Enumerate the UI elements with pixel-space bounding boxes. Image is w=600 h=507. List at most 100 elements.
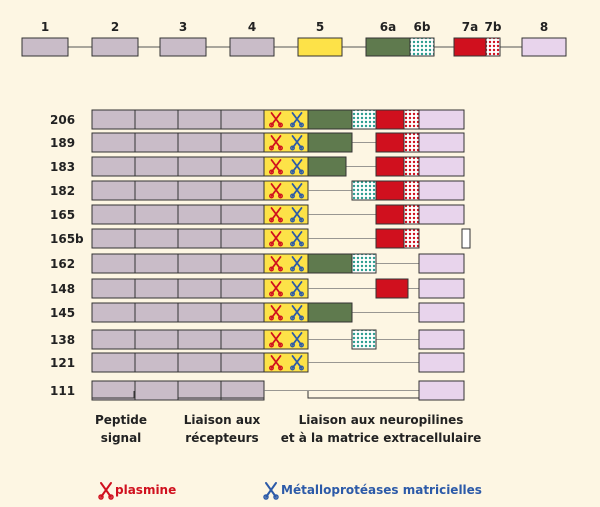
region-brackets [91, 391, 420, 399]
isoform-165b-segment-7b [403, 228, 420, 249]
isoform-183-exon-1 [91, 156, 136, 177]
isoform-165-exon-3 [177, 204, 222, 225]
isoform-189-segment-7a [375, 132, 405, 153]
isoform-182-exon-3 [177, 180, 222, 201]
mmp-scissors-icon [290, 332, 304, 348]
exon-6b-box [409, 37, 435, 57]
isoform-148-segment-7a-only [375, 278, 409, 299]
isoform-189-segment-6a [307, 132, 353, 153]
isoform-182-segment-8 [418, 180, 465, 201]
isoform-165b-segment-7a [375, 228, 405, 249]
isoform-138-exon-2 [134, 329, 179, 350]
isoform-162-segment-6a [307, 253, 353, 274]
mmp-scissors-icon [290, 256, 304, 272]
isoform-183-segment-6a-short [307, 156, 347, 177]
isoform-206-segment-7a [375, 109, 405, 130]
mmp-scissors-icon [290, 183, 304, 199]
mmp-scissors-icon [290, 159, 304, 175]
isoform-145-exon-3 [177, 302, 222, 323]
isoform-111-exon-1 [91, 380, 136, 401]
isoform-138-row [91, 329, 465, 350]
isoform-111-exon-2 [134, 380, 179, 401]
isoform-145-exon-1 [91, 302, 136, 323]
isoform-165-segment-7b [403, 204, 420, 225]
isoform-189-exon-2 [134, 132, 179, 153]
isoform-148-exon-2 [134, 278, 179, 299]
isoform-183-label: 183 [50, 160, 75, 174]
bracket-neuropilin-binding [307, 391, 420, 399]
caption-receptor-1: Liaison aux [184, 413, 261, 427]
legend-plasmin-label: plasmine [115, 483, 176, 497]
isoform-165-exon-4 [220, 204, 265, 225]
isoform-189-segment-8 [418, 132, 465, 153]
isoform-206-segment-7b [403, 109, 420, 130]
isoform-165b-exon-3 [177, 228, 222, 249]
isoform-138-segment-8 [418, 329, 465, 350]
plasmin-scissors-icon [269, 332, 283, 348]
isoform-162-segment-6b [351, 253, 377, 274]
isoform-182-segment-7a [375, 180, 405, 201]
isoform-165b-segment-8-alt [461, 228, 471, 249]
isoform-189-exon-4 [220, 132, 265, 153]
isoform-206-exon-1 [91, 109, 136, 130]
caption-neuropilin-1: Liaison aux neuropilines [299, 413, 464, 427]
isoform-145-segment-8 [418, 302, 465, 323]
mmp-scissors-icon [290, 231, 304, 247]
isoform-182-exon-1 [91, 180, 136, 201]
exon-7b-box [485, 37, 501, 57]
isoform-165b-exon-1 [91, 228, 136, 249]
isoform-148-segment-8 [418, 278, 465, 299]
isoform-183-exon-4 [220, 156, 265, 177]
caption-peptide-2: signal [101, 431, 142, 445]
isoform-138-label: 138 [50, 333, 75, 347]
isoform-182-label: 182 [50, 184, 75, 198]
plasmin-scissors-icon [269, 256, 283, 272]
mmp-scissors-icon [290, 355, 304, 371]
isoform-121-exon-4 [220, 352, 265, 373]
isoform-145-label: 145 [50, 306, 75, 320]
isoform-121-exon-1 [91, 352, 136, 373]
isoform-182-row [91, 180, 465, 201]
isoform-183-segment-7b [403, 156, 420, 177]
exon-2-box [91, 37, 139, 57]
exon-1-box [21, 37, 69, 57]
exon-4-box [229, 37, 275, 57]
isoform-182-exon-2 [134, 180, 179, 201]
isoform-162-label: 162 [50, 257, 75, 271]
isoform-121-exon-2 [134, 352, 179, 373]
isoform-145-row [91, 302, 465, 323]
isoform-165-segment-8 [418, 204, 465, 225]
isoform-206-exon-3 [177, 109, 222, 130]
caption-peptide-1: Peptide [95, 413, 147, 427]
isoform-138-exon-1 [91, 329, 136, 350]
exon-2-label: 2 [111, 20, 119, 34]
isoform-111-label: 111 [50, 384, 75, 398]
isoform-189-segment-7b [403, 132, 420, 153]
plasmin-scissors-icon [269, 207, 283, 223]
isoform-121-label: 121 [50, 356, 75, 370]
isoform-165-exon-1 [91, 204, 136, 225]
isoform-111-exon-3 [177, 380, 222, 401]
isoform-189-exon-3 [177, 132, 222, 153]
isoform-165b-exon-2 [134, 228, 179, 249]
plasmin-scissors-icon [269, 305, 283, 321]
isoform-145-exon-2 [134, 302, 179, 323]
isoform-183-exon-3 [177, 156, 222, 177]
isoform-183-exon-2 [134, 156, 179, 177]
isoform-206-exon-4 [220, 109, 265, 130]
isoform-165b-exon-4 [220, 228, 265, 249]
isoform-162-segment-8 [418, 253, 465, 274]
isoform-182-segment-6b [351, 180, 377, 201]
isoform-183-row [91, 156, 465, 177]
mmp-scissors-icon [290, 112, 304, 128]
plasmin-scissors-icon [269, 135, 283, 151]
isoform-165-row [91, 204, 465, 225]
legend-plasmin-scissors-icon [98, 482, 114, 500]
isoform-162-exon-4 [220, 253, 265, 274]
mmp-scissors-icon [290, 281, 304, 297]
legend-mmp-scissors-icon [263, 482, 279, 500]
isoform-138-segment-6b [351, 329, 377, 350]
